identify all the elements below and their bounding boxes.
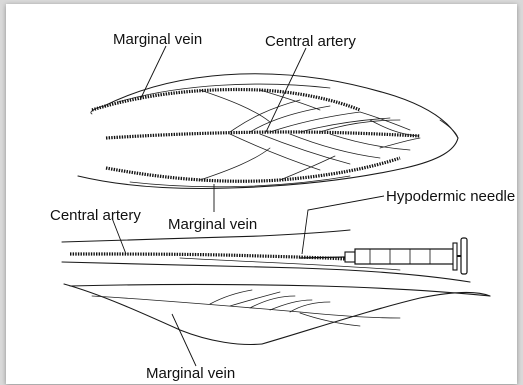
syringe-plunger-head: [461, 238, 467, 274]
label-hypodermic-needle: Hypodermic needle: [386, 188, 515, 205]
syringe-hub: [345, 252, 355, 262]
label-central-artery-side: Central artery: [50, 207, 141, 224]
label-central-artery-top: Central artery: [265, 33, 356, 50]
label-marginal-vein-bottom: Marginal vein: [146, 365, 235, 382]
label-marginal-vein-top: Marginal vein: [113, 31, 202, 48]
syringe-flange: [453, 243, 457, 270]
label-marginal-vein-mid: Marginal vein: [168, 216, 257, 233]
